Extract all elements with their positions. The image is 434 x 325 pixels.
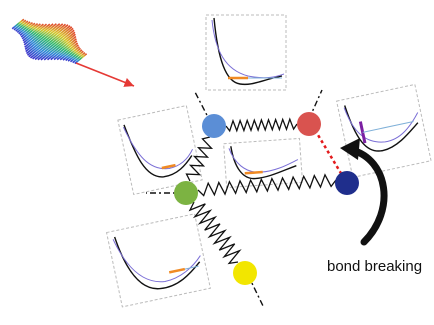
pulse-wave-line bbox=[13, 19, 27, 31]
spring-green-yellow bbox=[188, 201, 242, 265]
pulse-wave-line bbox=[23, 23, 51, 46]
pulse-wave-line bbox=[56, 42, 79, 61]
pulse-wave-line bbox=[25, 23, 61, 53]
atom-green bbox=[174, 181, 198, 205]
laser-arrow bbox=[75, 62, 135, 87]
pulse-wave-line bbox=[26, 23, 67, 56]
pulse-wave-line bbox=[25, 23, 64, 55]
pulse-wave-line bbox=[69, 50, 84, 63]
atom-navy bbox=[335, 171, 359, 195]
pulse-wave-line bbox=[40, 31, 76, 61]
pulse-wave-line bbox=[53, 40, 78, 61]
potential-panel-right bbox=[336, 83, 432, 178]
pulse-wave-line bbox=[28, 24, 69, 58]
spring-green-navy bbox=[197, 173, 337, 197]
pulse-wave-line bbox=[11, 18, 25, 30]
laser-pulse-icon bbox=[11, 18, 135, 87]
pulse-wave-line bbox=[37, 29, 75, 61]
pulse-wave-line bbox=[18, 21, 34, 35]
pulse-wave-line bbox=[15, 20, 29, 32]
spring-blue-red bbox=[225, 117, 298, 133]
potential-panel-top bbox=[205, 14, 287, 91]
breaking-bond bbox=[310, 124, 347, 181]
pulse-wave-line bbox=[62, 46, 80, 61]
potential-panel-left bbox=[117, 104, 203, 196]
bond-stub-yellow bbox=[247, 274, 265, 309]
spring-blue-green bbox=[185, 136, 214, 182]
pulse-wave-line bbox=[19, 22, 36, 36]
potential-panel-bottom-left bbox=[105, 213, 211, 308]
pulse-wave-line bbox=[72, 51, 86, 64]
pulse-wave-line bbox=[29, 25, 71, 59]
bond-breaking-label: bond breaking bbox=[327, 258, 423, 275]
pulse-wave-line bbox=[67, 49, 83, 62]
pulse-wave-line bbox=[74, 53, 88, 65]
atom-red bbox=[297, 112, 321, 136]
pulse-wave-line bbox=[16, 21, 31, 34]
potential-panel-center bbox=[223, 137, 304, 189]
atom-blue bbox=[202, 114, 226, 138]
pulse-wave-line bbox=[20, 22, 39, 38]
pulse-wave-line bbox=[65, 47, 82, 62]
pulse-wave-line bbox=[43, 33, 76, 61]
pulse-wave-line bbox=[24, 23, 54, 48]
springs bbox=[185, 117, 337, 265]
pulse-wave-line bbox=[21, 23, 41, 40]
pulse-wave-line bbox=[50, 38, 77, 61]
atom-yellow bbox=[233, 261, 257, 285]
pulse-wave-line bbox=[23, 23, 48, 44]
pulse-wave-line bbox=[34, 27, 74, 61]
pulse-wave-line bbox=[59, 44, 79, 61]
pulse-wave-line bbox=[46, 35, 77, 61]
pulse-wave-line bbox=[22, 23, 44, 42]
pulse-wave-line bbox=[32, 26, 73, 60]
atoms bbox=[174, 112, 359, 285]
pulse-wave-line bbox=[24, 23, 57, 51]
curved-arrow-icon bbox=[340, 138, 388, 246]
